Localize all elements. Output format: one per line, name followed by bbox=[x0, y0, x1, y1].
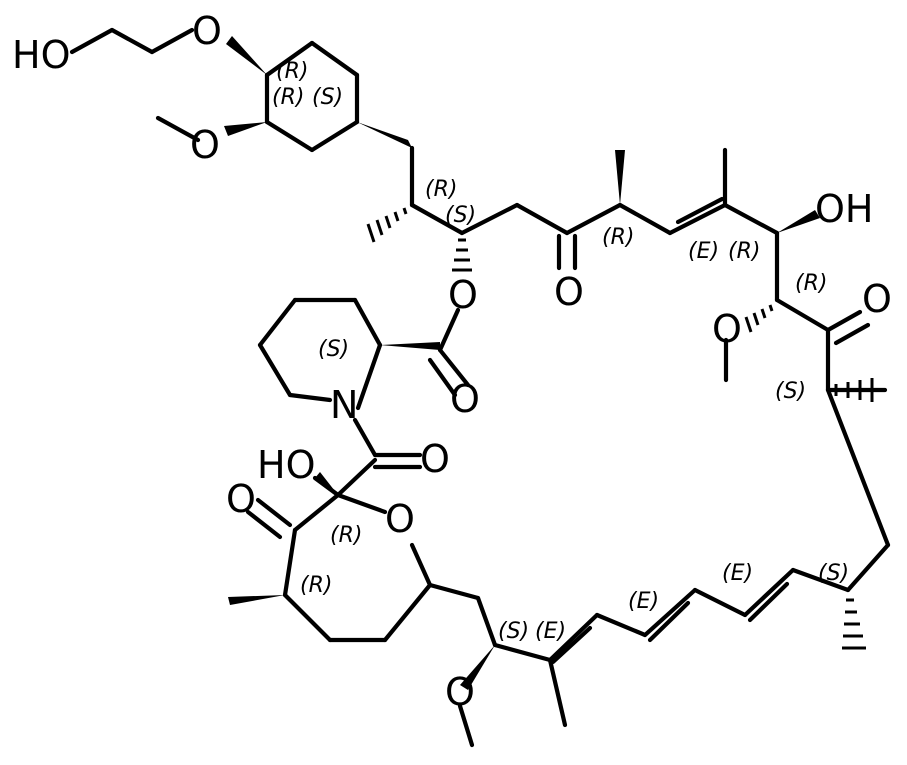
atom-ho-top: HO bbox=[12, 33, 70, 77]
bond-lines bbox=[69, 27, 891, 748]
atom-o-ring-ketone: O bbox=[226, 477, 256, 521]
stereo-descriptors: (R) (R) (S) (R) (S) (R) (E) (R) (R) (S) … bbox=[272, 59, 849, 644]
atom-o-methoxy-right: O bbox=[712, 307, 742, 351]
stereo-label: (R) bbox=[795, 271, 827, 296]
stereo-label: (E) bbox=[628, 589, 659, 614]
stereo-label: (R) bbox=[602, 225, 634, 250]
stereo-label: (S) bbox=[445, 203, 476, 228]
stereo-label: (R) bbox=[728, 239, 760, 264]
atom-o-ester: O bbox=[448, 273, 478, 317]
atom-ho-ring: HO bbox=[257, 443, 315, 487]
atom-oh-right: OH bbox=[815, 187, 873, 231]
atom-o-ester-carbonyl: O bbox=[450, 377, 480, 421]
stereo-label: (S) bbox=[312, 85, 343, 110]
wedge-bonds bbox=[224, 36, 820, 690]
atom-o-amide: O bbox=[420, 437, 450, 481]
stereo-label: (R) bbox=[330, 523, 362, 548]
stereo-label: (E) bbox=[722, 561, 753, 586]
stereo-label: (E) bbox=[688, 239, 719, 264]
atom-o-ring: O bbox=[385, 497, 415, 541]
atom-o-ketone-mid: O bbox=[554, 270, 584, 314]
atom-o-methoxy-bottom: O bbox=[445, 670, 475, 714]
stereo-label: (S) bbox=[775, 379, 806, 404]
stereo-label: (S) bbox=[498, 619, 529, 644]
stereo-label: (S) bbox=[318, 337, 349, 362]
atom-o-ketone-right: O bbox=[862, 277, 892, 321]
atom-o-ether-top: O bbox=[192, 9, 222, 53]
stereo-label: (E) bbox=[535, 619, 566, 644]
stereo-label: (S) bbox=[818, 561, 849, 586]
stereo-label: (R) bbox=[425, 177, 457, 202]
atom-labels: HO O O OH O O O O O N O HO O O O bbox=[12, 9, 892, 714]
stereo-label: (R) bbox=[300, 573, 332, 598]
atom-o-methoxy-left: O bbox=[190, 123, 220, 167]
stereo-label: (R) bbox=[272, 85, 304, 110]
atom-n-piperidine: N bbox=[330, 383, 358, 427]
hashed-bonds bbox=[366, 207, 874, 650]
stereo-label: (R) bbox=[276, 59, 308, 84]
